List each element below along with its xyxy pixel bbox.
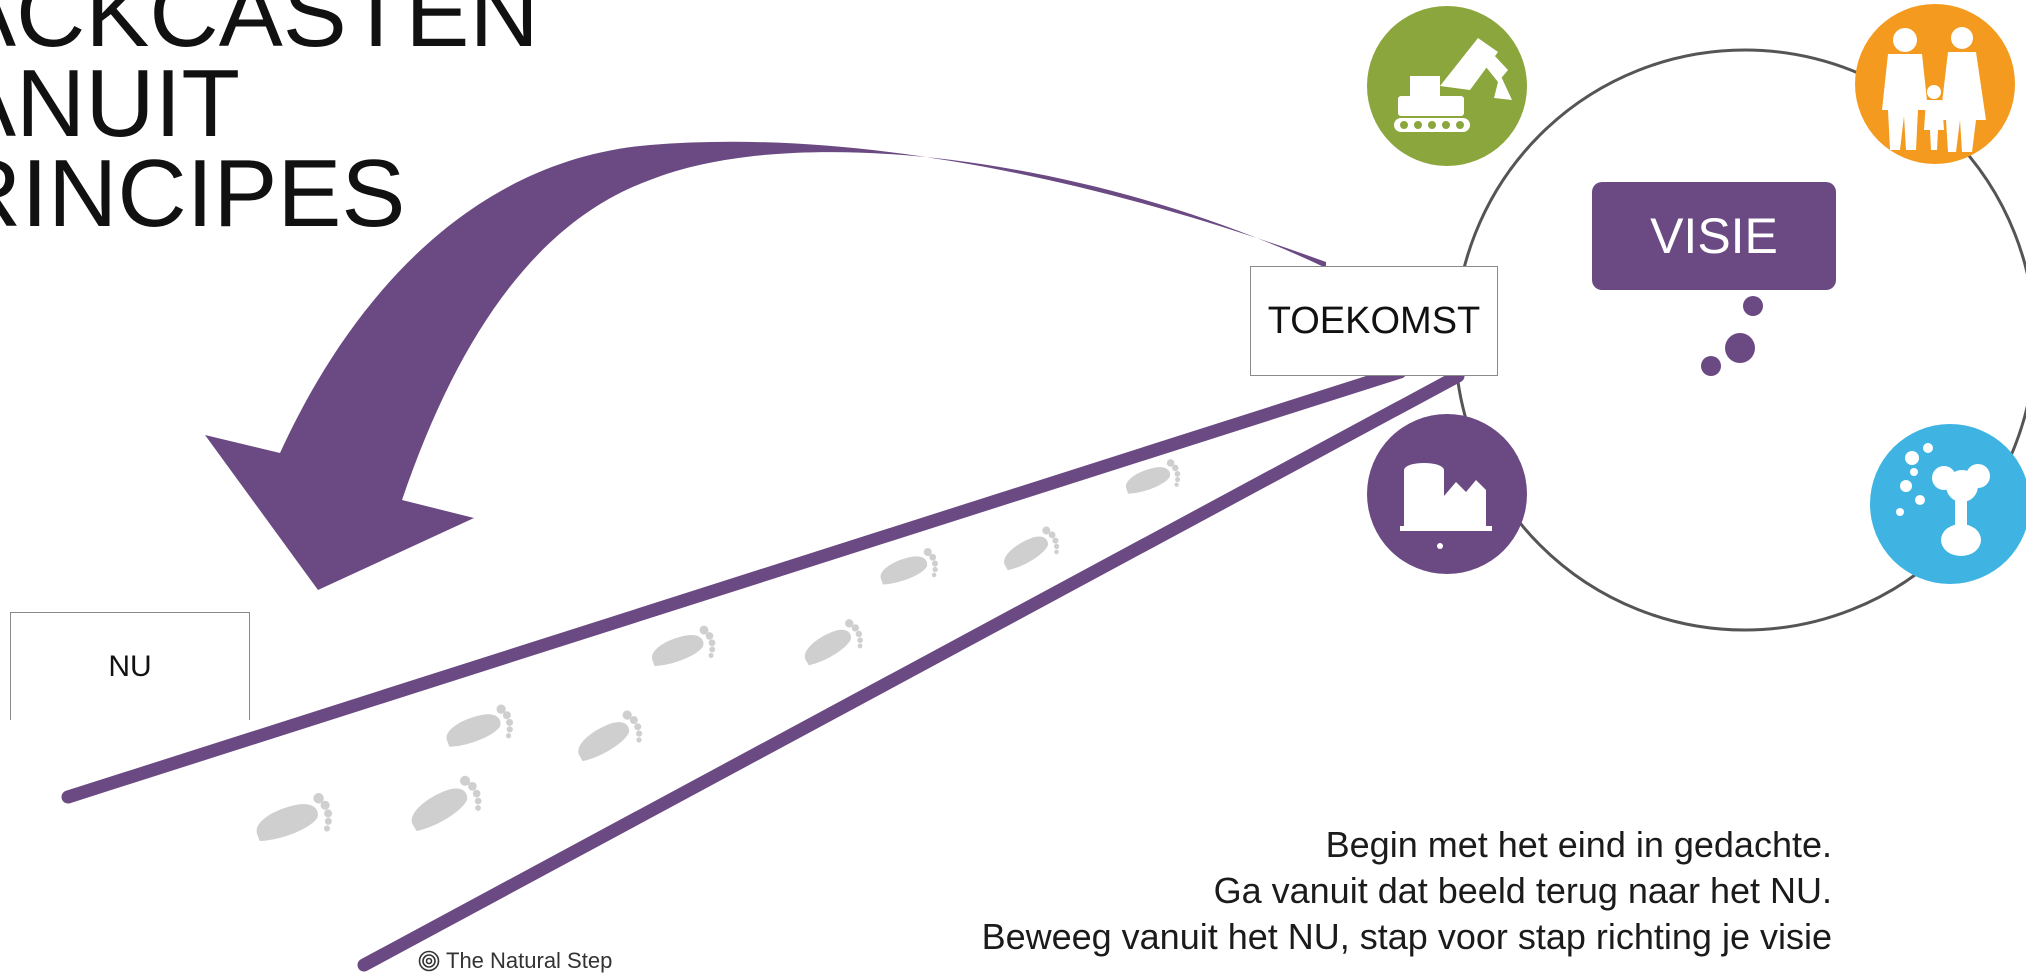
title-line: ACKCASTEN xyxy=(0,0,539,67)
footprint-icon xyxy=(404,772,489,843)
title-line: RINCIPES xyxy=(0,140,406,247)
future-label: TOEKOMST xyxy=(1267,300,1481,342)
title-line: ANUIT xyxy=(0,50,240,157)
flask-icon xyxy=(1870,424,2026,584)
caption-line: Beweeg vanuit het NU, stap voor stap ric… xyxy=(981,916,1832,957)
footprint-icon xyxy=(876,546,943,595)
footprint-icon xyxy=(647,623,721,678)
footprint-icon xyxy=(251,790,339,855)
caption-text: Begin met het eind in gedachte. Ga vanui… xyxy=(982,822,1832,960)
footprint-icon xyxy=(998,523,1065,580)
credit: The Natural Step xyxy=(418,948,612,974)
vision-label: VISIE xyxy=(1650,208,1778,264)
footprint-icon xyxy=(571,707,649,772)
caption-line: Ga vanuit dat beeld terug naar het NU. xyxy=(1213,870,1832,911)
credit-text: The Natural Step xyxy=(446,948,613,973)
vision-bubble: VISIE xyxy=(1592,182,1836,290)
future-label-box: TOEKOMST xyxy=(1250,266,1498,376)
path-line-upper xyxy=(61,365,1407,804)
now-label-box: NU xyxy=(10,612,250,720)
now-label: NU xyxy=(108,649,152,683)
footprint-icon xyxy=(798,616,869,676)
family-icon xyxy=(1855,4,2015,164)
thought-bubble-icon xyxy=(1701,296,1763,376)
factory-icon xyxy=(1367,414,1527,574)
footprint-icon xyxy=(441,702,519,759)
excavator-icon xyxy=(1367,6,1527,166)
path-line-lower xyxy=(357,369,1465,972)
curved-arrow-icon xyxy=(205,141,1326,591)
spiral-logo-icon xyxy=(418,950,440,972)
caption-line: Begin met het eind in gedachte. xyxy=(1325,824,1832,865)
